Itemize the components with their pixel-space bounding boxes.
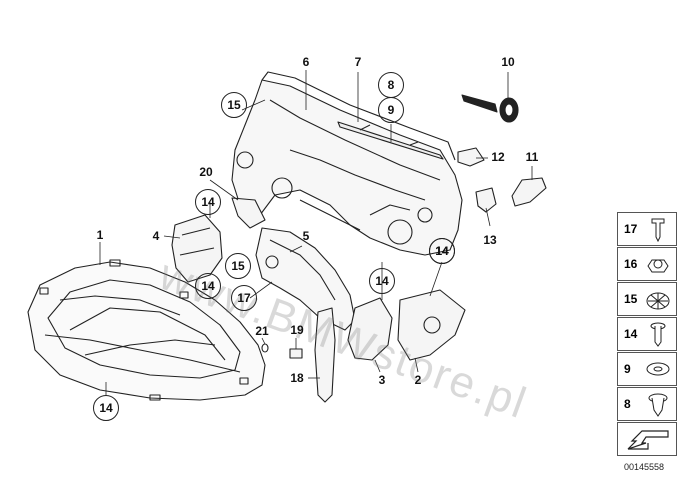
legend-item-15: 15 xyxy=(617,282,677,316)
part-5-wheel-arch xyxy=(255,227,356,331)
callout-11: 11 xyxy=(525,150,539,164)
callout-8: 8 xyxy=(378,72,404,98)
document-number: 00145558 xyxy=(624,462,665,472)
legend-number: 17 xyxy=(624,222,638,236)
part-21-grommet xyxy=(261,343,269,353)
callout-20: 20 xyxy=(199,165,213,179)
fastener-icon xyxy=(646,292,670,310)
fastener-icon xyxy=(651,218,665,243)
callout-7: 7 xyxy=(354,55,362,69)
legend-number: 16 xyxy=(624,257,638,271)
fastener-icon xyxy=(648,393,668,417)
callout-5: 5 xyxy=(302,229,310,243)
fastener-icon xyxy=(646,362,670,376)
callout-14: 14 xyxy=(369,268,395,294)
fastener-icon xyxy=(650,322,666,347)
callout-18: 18 xyxy=(290,371,304,385)
legend-number: 8 xyxy=(624,397,631,411)
part-18-strip xyxy=(314,307,336,403)
callout-21: 21 xyxy=(255,324,269,338)
callout-14: 14 xyxy=(429,238,455,264)
legend-item-17: 17 xyxy=(617,212,677,246)
part-3-panel xyxy=(347,297,393,361)
legend-item-16: 16 xyxy=(617,247,677,281)
callout-17: 17 xyxy=(231,285,257,311)
callout-2: 2 xyxy=(414,373,422,387)
callout-15: 15 xyxy=(225,253,251,279)
callout-3: 3 xyxy=(378,373,386,387)
callout-6: 6 xyxy=(302,55,310,69)
arrow-icon xyxy=(627,430,669,450)
callout-1: 1 xyxy=(96,228,104,242)
legend-number: 9 xyxy=(624,362,631,376)
callout-14: 14 xyxy=(93,395,119,421)
legend-item-8: 8 xyxy=(617,387,677,421)
part-2-panel xyxy=(397,289,466,361)
callout-12: 12 xyxy=(491,150,505,164)
part-10-tape xyxy=(461,94,519,123)
part-11-bracket xyxy=(511,177,547,207)
legend-arrow-box xyxy=(617,422,677,456)
callout-13: 13 xyxy=(483,233,497,247)
legend-number: 14 xyxy=(624,327,638,341)
callout-15: 15 xyxy=(221,92,247,118)
part-20-piece xyxy=(231,197,266,229)
callout-9: 9 xyxy=(378,97,404,123)
legend-item-14: 14 xyxy=(617,317,677,351)
callout-14: 14 xyxy=(195,273,221,299)
callout-14: 14 xyxy=(195,189,221,215)
callout-10: 10 xyxy=(501,55,515,69)
fastener-icon xyxy=(647,259,669,273)
legend-number: 15 xyxy=(624,292,638,306)
legend-item-9: 9 xyxy=(617,352,677,386)
part-7-strip xyxy=(337,121,444,160)
part-13-clip xyxy=(475,187,497,213)
part-12-bracket xyxy=(457,147,485,167)
part-6-bulkhead xyxy=(231,71,463,256)
callout-4: 4 xyxy=(152,229,160,243)
callout-19: 19 xyxy=(290,323,304,337)
